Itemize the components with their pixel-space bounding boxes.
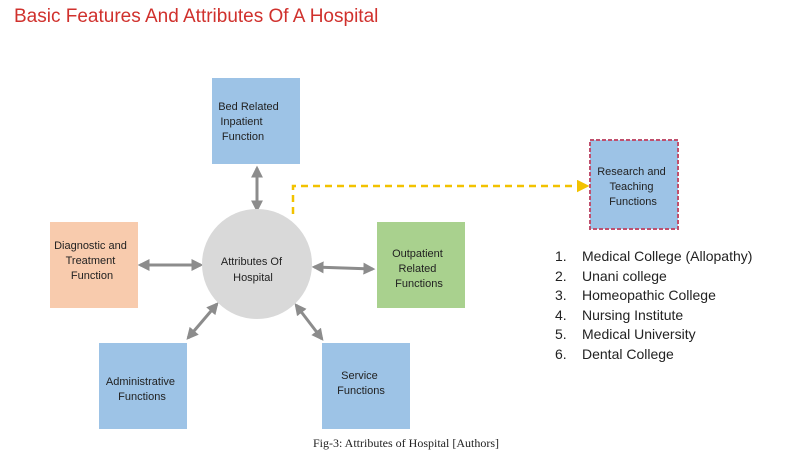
bed-inpatient-box <box>212 78 300 164</box>
institution-list: 1. Medical College (Allopathy) 2. Unani co… <box>555 247 752 364</box>
outpatient-label: Outpatient Related Functions <box>392 248 446 290</box>
list-item-number: 4. <box>555 306 567 323</box>
dashed-arrow-center-research <box>291 179 590 214</box>
figure-caption: Fig-3: Attributes of Hospital [Authors] <box>313 436 499 450</box>
list-item-label: Dental College <box>582 345 674 362</box>
list-item-number: 1. <box>555 248 567 264</box>
administrative-box <box>99 343 187 429</box>
bed-inpatient-label: Bed Related Inpatient Function <box>218 101 282 143</box>
list-item: 3. Homeopathic College <box>555 286 752 306</box>
list-item-label: Medical University <box>582 326 696 342</box>
list-item: 4. Nursing Institute <box>555 306 752 326</box>
list-item: 2. Unani college <box>555 267 752 287</box>
center-attributes-circle <box>202 209 312 319</box>
list-item-label: Nursing Institute <box>582 306 684 323</box>
list-item-label: Homeopathic College <box>582 287 716 303</box>
list-item-number: 6. <box>555 345 567 362</box>
list-item-number: 5. <box>555 326 567 342</box>
center-attributes-label: Attributes Of Hospital <box>221 256 285 284</box>
arrow-center-outpatient <box>311 261 376 275</box>
diagnostic-treatment-box <box>50 222 138 308</box>
list-item-number: 2. <box>555 267 567 284</box>
research-teaching-label: Research and Teaching Functions <box>597 166 669 208</box>
list-item-number: 3. <box>555 287 567 303</box>
list-item-label: Medical College (Allopathy) <box>582 248 753 264</box>
outpatient-box <box>377 222 465 308</box>
list-item: 1. Medical College (Allopathy) <box>555 247 752 267</box>
diagram-title: Basic Features And Attributes Of A Hospi… <box>14 6 379 27</box>
research-teaching-box <box>589 139 679 230</box>
diagnostic-treatment-label: Diagnostic and Treatment Function <box>54 240 130 282</box>
service-label: Service Functions <box>337 370 385 397</box>
arrow-center-administrative <box>186 302 219 340</box>
list-item: 6. Dental College <box>555 345 752 365</box>
list-item-label: Unani college <box>582 267 667 284</box>
service-box <box>322 343 410 429</box>
administrative-label: Administrative Functions <box>106 376 178 403</box>
arrow-center-service <box>294 303 324 341</box>
list-item: 5. Medical University <box>555 325 752 345</box>
